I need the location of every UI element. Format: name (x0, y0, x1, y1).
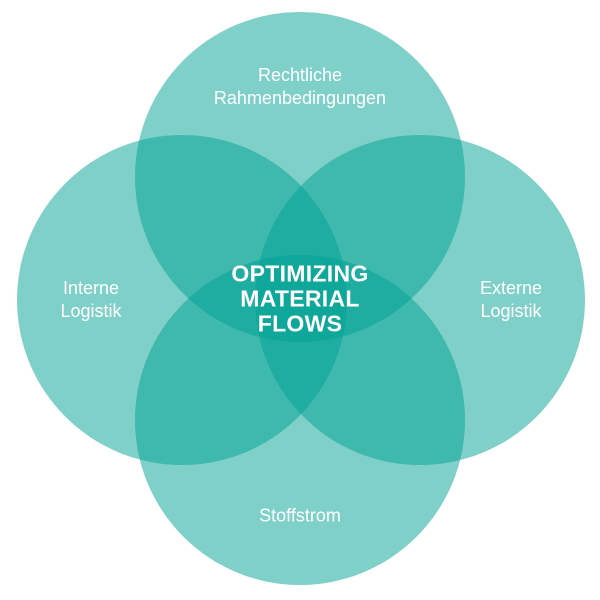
label-bottom: Stoffstrom (259, 505, 341, 528)
center-label-line3: FLOWS (257, 310, 343, 337)
center-label-line2: MATERIAL (240, 285, 360, 312)
label-left-line1: Interne (62, 278, 120, 298)
label-left: Interne Logistik (60, 277, 121, 323)
label-top-line1: Rechtliche (257, 65, 343, 85)
label-top-line2: Rahmenbedingungen (213, 88, 387, 108)
circle-bottom (135, 255, 465, 585)
label-bottom-line1: Stoffstrom (259, 505, 341, 526)
label-right-line1: Externe (479, 278, 543, 298)
label-right-line2: Logistik (480, 301, 542, 321)
label-left-line2: Logistik (60, 301, 122, 321)
center-label: OPTIMIZING MATERIAL FLOWS (231, 260, 369, 337)
label-right: Externe Logistik (480, 277, 542, 323)
label-top: Rechtliche Rahmenbedingungen (214, 64, 386, 110)
center-label-line1: OPTIMIZING (231, 260, 369, 287)
